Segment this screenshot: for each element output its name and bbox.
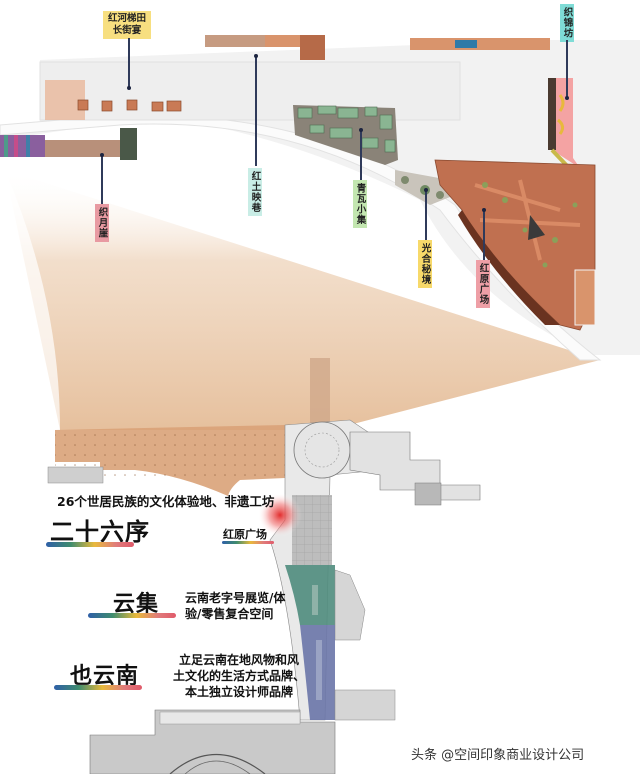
zone-yeyunnan-description: 立足云南在地风物和风 土文化的生活方式品牌、 本土独立设计师品牌 — [164, 652, 314, 700]
leader-dot — [254, 54, 258, 58]
leader-line — [360, 130, 362, 180]
label-guanghe-mijing: 光合秘境 — [418, 240, 432, 288]
leader-dot — [127, 86, 131, 90]
zone-ershiliuxu-colorbar — [46, 542, 134, 547]
leader-dot — [100, 153, 104, 157]
leader-dot — [565, 96, 569, 100]
leader-dot — [482, 208, 486, 212]
hotspot-label-hongyuan-guangchang: 红原广场 — [223, 528, 267, 541]
zone-ershiliuxu-description: 26个世居民族的文化体验地、非遗工坊 — [57, 494, 275, 509]
leader-dot — [359, 128, 363, 132]
watermark: 头条 @空间印象商业设计公司 — [411, 748, 585, 763]
leader-line — [255, 56, 257, 166]
leader-line — [101, 155, 103, 210]
label-line: 红河梯田 — [108, 13, 147, 24]
zone-yeyunnan-colorbar — [54, 685, 142, 690]
zone-yunji-description: 云南老字号展览/体 验/零售复合空间 — [185, 590, 285, 622]
description-line: 云南老字号展览/体 — [185, 591, 286, 605]
leader-line — [483, 210, 485, 262]
hotspot-colorbar — [222, 541, 274, 544]
description-line: 土文化的生活方式品牌、 — [172, 669, 305, 683]
zone-yunji-title: 云集 — [113, 592, 160, 617]
zone-yunji-colorbar — [88, 613, 176, 618]
leader-line — [425, 190, 427, 242]
label-honghe-titian: 红河梯田 长街宴 — [103, 11, 152, 39]
zone-ershiliuxu-title: 二十六序 — [50, 518, 150, 546]
label-hongyuan-guangchang-top: 红原广场 — [476, 260, 490, 308]
label-line: 长街宴 — [112, 25, 142, 36]
label-zhijinfang: 织锦坊 — [560, 4, 574, 42]
label-zhiyueya: 织月崖 — [95, 204, 109, 242]
leader-line — [128, 38, 130, 88]
label-hongtu-yingxiang: 红土映巷 — [248, 168, 262, 216]
description-line: 立足云南在地风物和风 — [178, 653, 299, 667]
leader-line — [566, 40, 568, 98]
zone-yeyunnan-title: 也云南 — [70, 664, 140, 689]
description-line: 验/零售复合空间 — [185, 607, 274, 621]
bottom-floor-plan — [47, 358, 481, 774]
label-qingwa-xiaoji: 青瓦小集 — [353, 180, 367, 228]
leader-dot — [424, 188, 428, 192]
description-line: 本土独立设计师品牌 — [184, 685, 293, 699]
projection-wedge — [0, 170, 600, 430]
